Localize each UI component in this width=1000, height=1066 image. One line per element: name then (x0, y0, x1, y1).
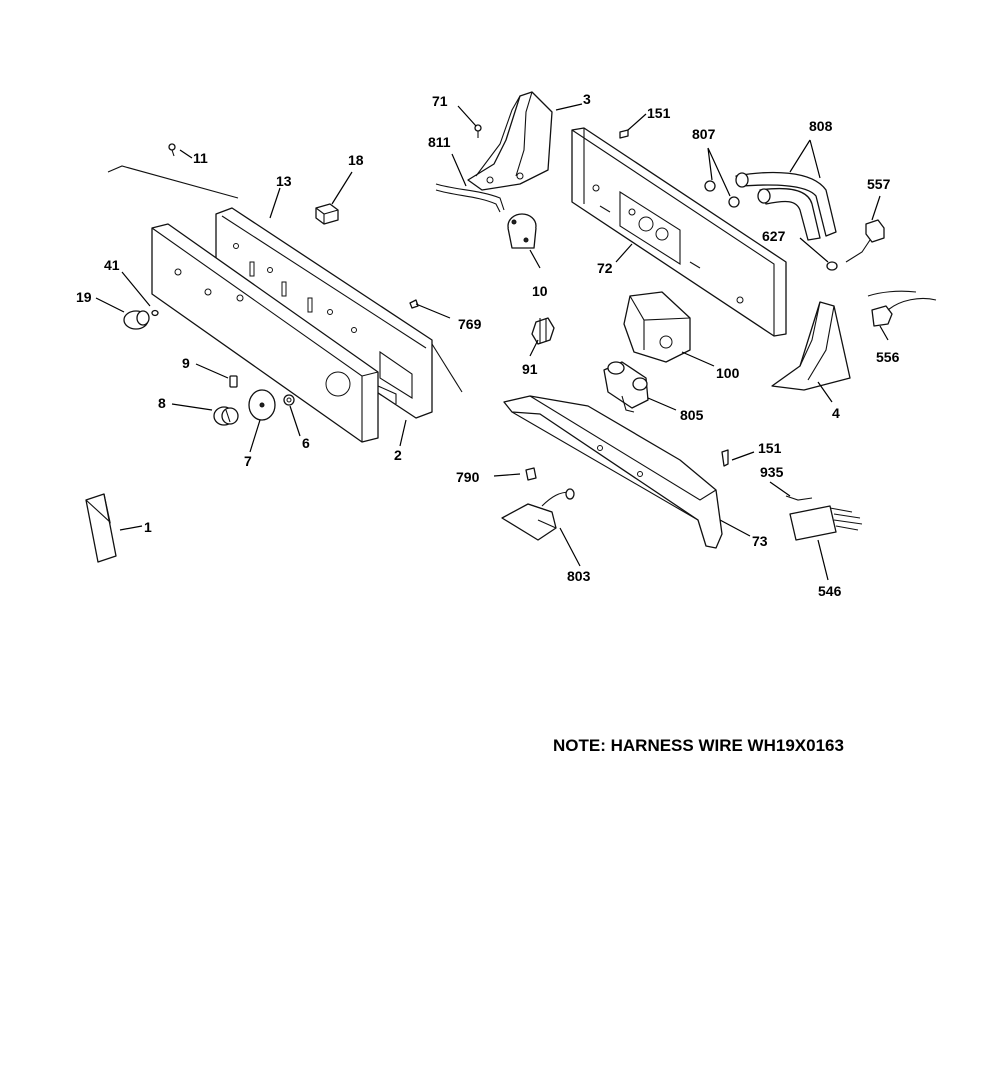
part-803-bracket (501, 488, 575, 541)
callout-18: 18 (348, 152, 364, 168)
callout-2: 2 (394, 447, 402, 463)
callout-7: 7 (244, 453, 252, 469)
part-8-knob (213, 406, 239, 426)
callout-72: 72 (597, 260, 613, 276)
callout-805: 805 (680, 407, 704, 423)
part-73-bracket (503, 395, 723, 549)
callout-790: 790 (456, 469, 480, 485)
part-811-hose (435, 183, 505, 213)
callout-811: 811 (428, 134, 451, 150)
callout-1: 1 (144, 519, 152, 535)
panel-outline-line (107, 165, 239, 199)
part-627-clip (826, 261, 838, 271)
callout-8: 8 (158, 395, 166, 411)
callout-19: 19 (76, 289, 92, 305)
part-9-insert (229, 375, 238, 388)
callout-73: 73 (752, 533, 768, 549)
callout-3: 3 (583, 91, 591, 107)
part-7-dial (248, 389, 276, 421)
part-556-connector (867, 290, 937, 327)
panel-outline-line-right (431, 343, 463, 393)
harness-wire-note: NOTE: HARNESS WIRE WH19X0163 (553, 736, 844, 755)
part-11-screw (168, 143, 176, 157)
part-19-knob (123, 310, 150, 330)
part-805-valve (603, 361, 649, 413)
part-3-endcap (467, 91, 553, 191)
callout-151-lower: 151 (758, 440, 782, 456)
part-807-washers (704, 180, 740, 208)
callout-769: 769 (458, 316, 482, 332)
callout-41: 41 (104, 257, 120, 273)
part-6-nut (283, 394, 295, 406)
part-41-spring (151, 309, 159, 317)
callout-151-top: 151 (647, 105, 671, 121)
callout-11: 11 (193, 150, 208, 166)
callout-4: 4 (832, 405, 840, 421)
callout-71: 71 (432, 93, 448, 109)
part-808-hoses (735, 171, 837, 241)
callout-546: 546 (818, 583, 842, 599)
part-557-sensor (845, 219, 885, 263)
callout-556: 556 (876, 349, 900, 365)
callout-935: 935 (760, 464, 784, 480)
part-769-screw (409, 299, 419, 309)
part-151-screw-lower (721, 449, 729, 467)
part-546-harness (789, 505, 863, 541)
part-100-timer (623, 291, 691, 363)
part-18-clip (315, 203, 339, 225)
callout-627: 627 (762, 228, 786, 244)
part-1-literature (85, 493, 117, 563)
part-790-clip (525, 467, 537, 481)
callout-557: 557 (867, 176, 891, 192)
part-91-terminal (531, 317, 555, 345)
callout-13: 13 (276, 173, 292, 189)
part-13-rear-panel (215, 207, 433, 419)
callout-6: 6 (302, 435, 310, 451)
callout-10: 10 (532, 283, 548, 299)
callout-100: 100 (716, 365, 740, 381)
part-10-pressure-switch (507, 213, 537, 249)
callout-91: 91 (522, 361, 538, 377)
callout-9: 9 (182, 355, 190, 371)
callout-803: 803 (567, 568, 591, 584)
callout-808: 808 (809, 118, 833, 134)
part-71-screw (474, 124, 482, 138)
part-72-rear-panel (571, 127, 787, 337)
leader-lines (95, 103, 889, 581)
callout-807: 807 (692, 126, 716, 142)
part-151-screw-top (619, 129, 629, 139)
part-935-wire (785, 495, 813, 501)
part-4-endcap (771, 301, 851, 391)
part-2-control-panel (151, 223, 397, 443)
